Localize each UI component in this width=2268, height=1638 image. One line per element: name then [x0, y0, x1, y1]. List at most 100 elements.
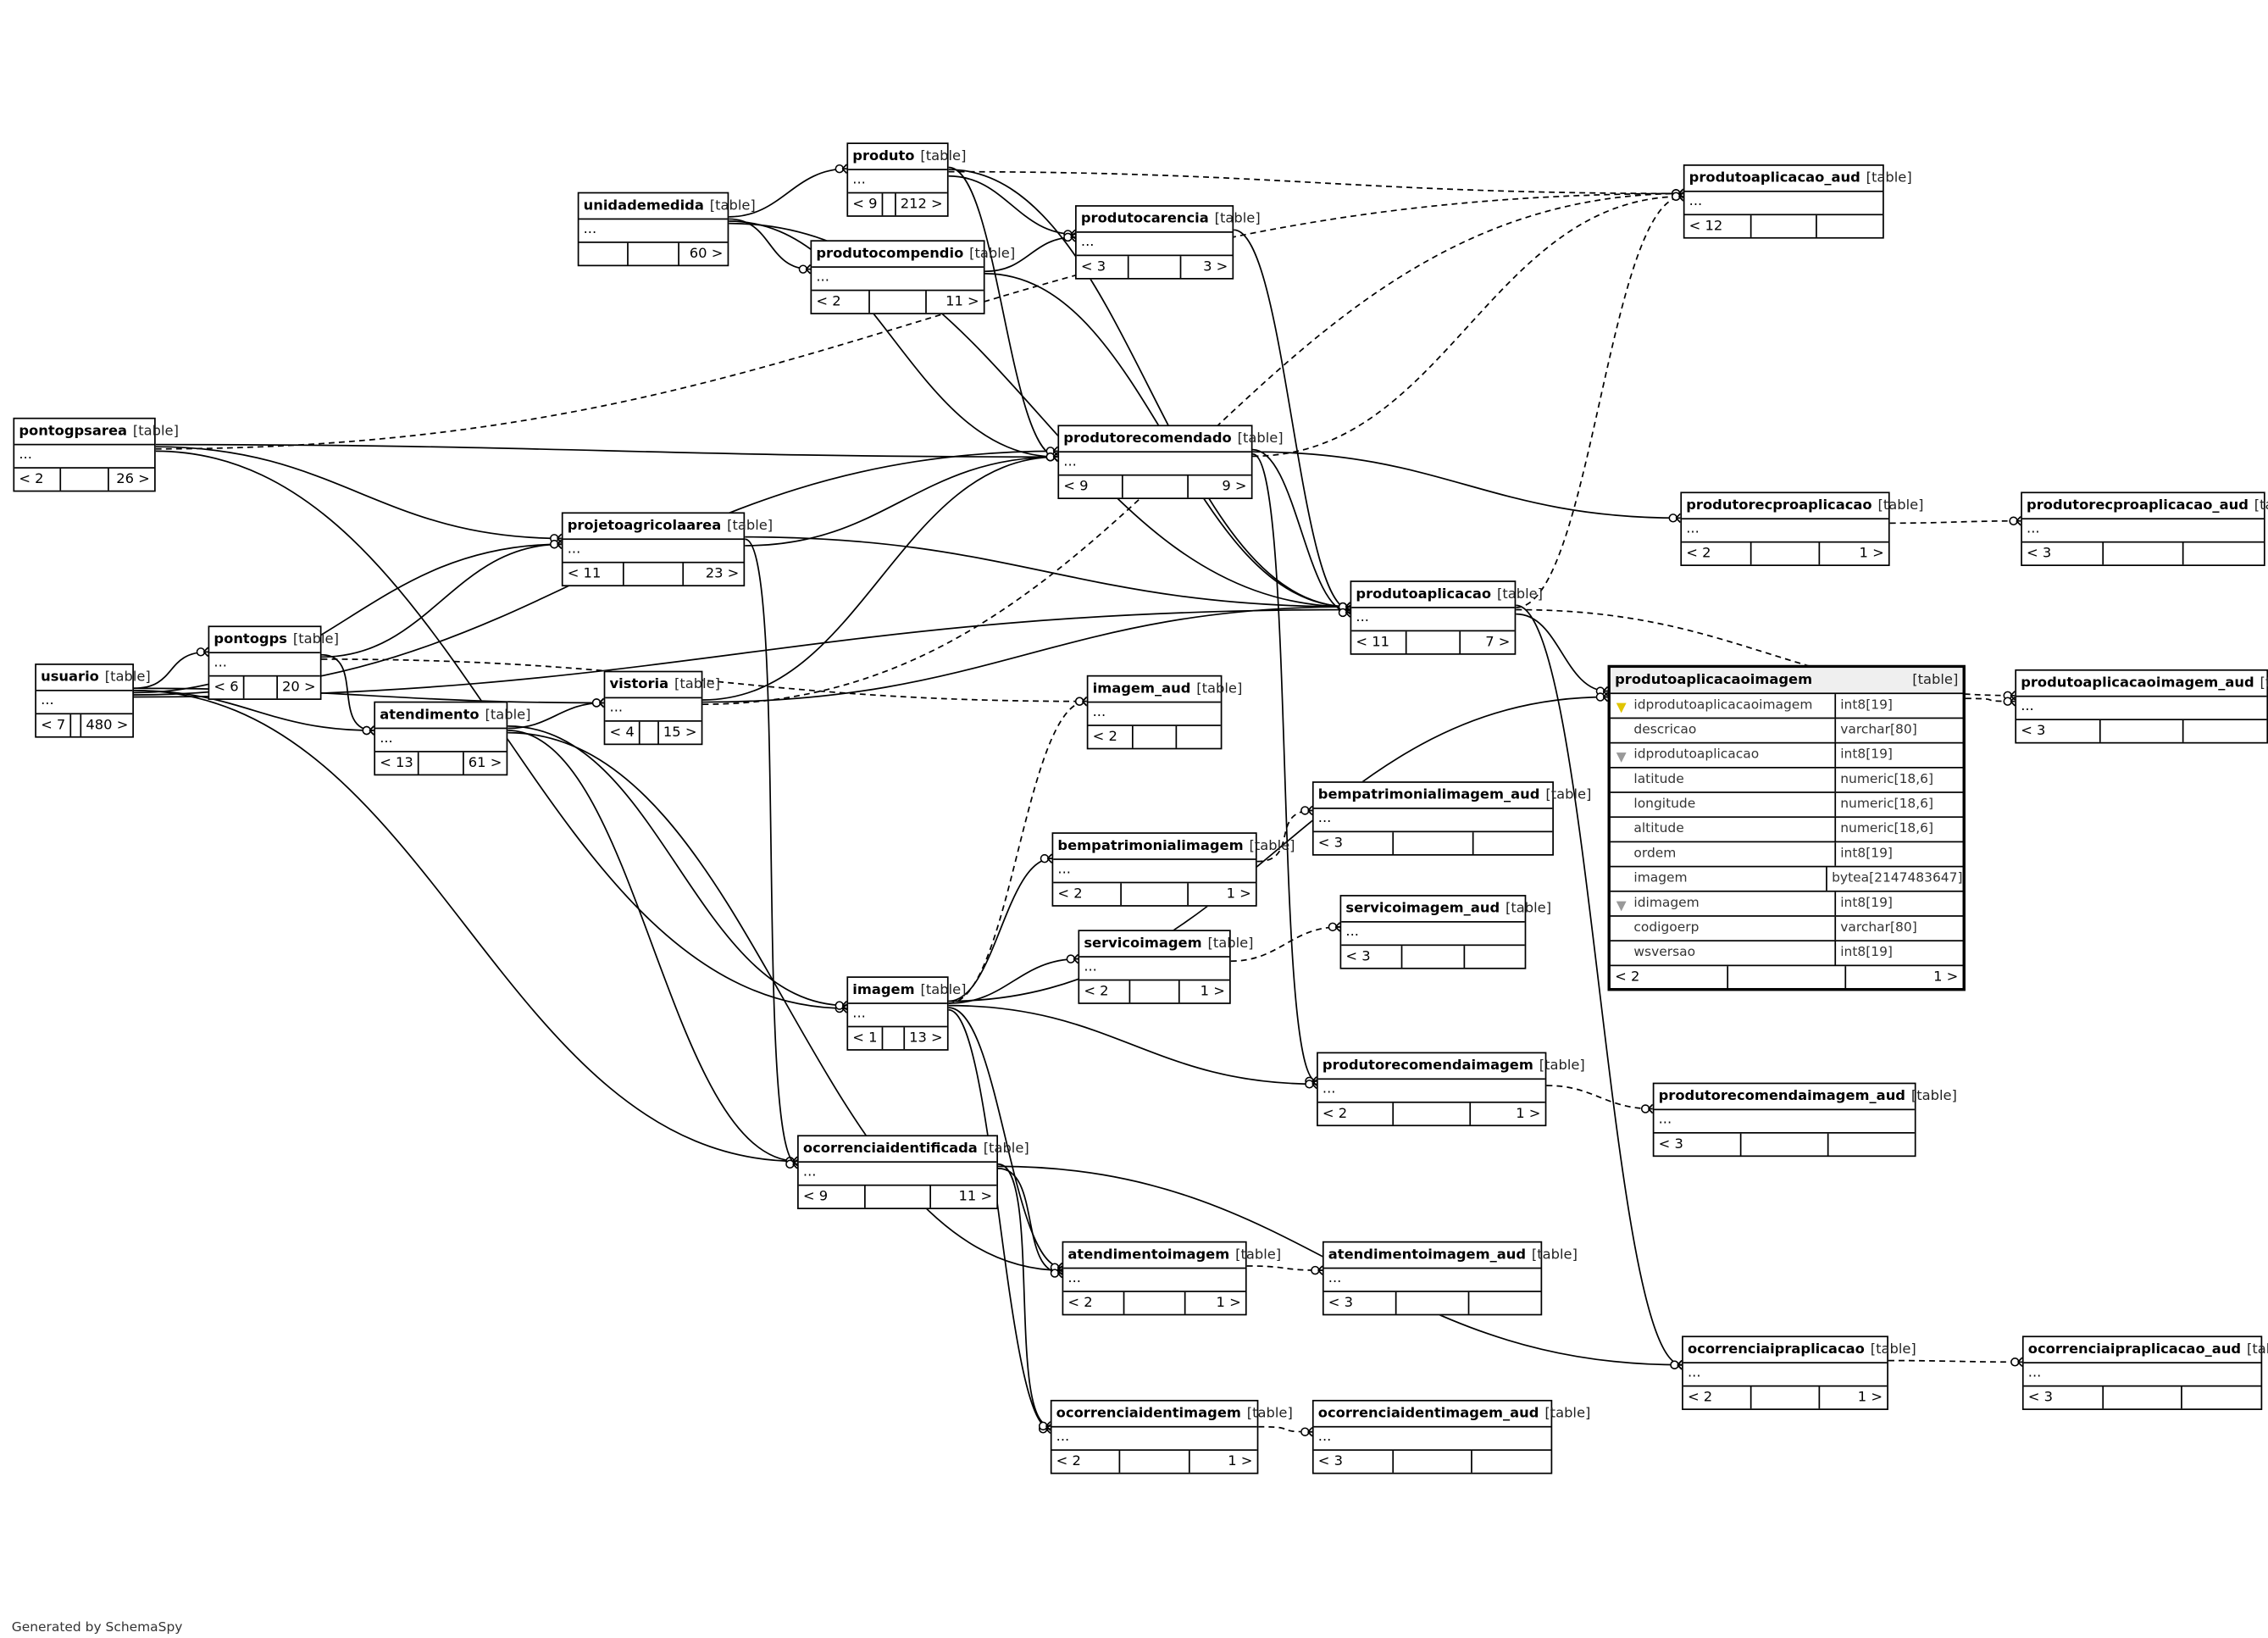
table-tag: [table] — [1506, 900, 1552, 917]
relationship-ocorrenciaipraplicacao-ocorrenciaipraplicacao_aud — [1888, 1359, 2022, 1363]
cardinality-optional-marker — [1338, 608, 1348, 618]
table-ocorrenciaipraplicacao_aud[interactable]: ocorrenciaipraplicacao_aud[table]...< 3 — [2021, 1335, 2268, 1410]
table-tag: [table] — [1496, 586, 1544, 602]
column-name: ▼idimagem — [1611, 891, 1837, 916]
table-produtoaplicacaoimagem_aud[interactable]: produtoaplicacaoimagem_aud[table]...< 3 — [2015, 669, 2268, 744]
footer-cell: < 3 — [1341, 946, 1403, 968]
cardinality-many-marker — [2010, 691, 2016, 701]
relationship-produtoaplicacao-produtoaplicacaoimagem — [1516, 613, 1608, 692]
relationship-produtoaplicacao-produtoaplicacaoimagem_aud — [1516, 608, 2016, 697]
cardinality-optional-marker — [1300, 806, 1310, 815]
table-tag: [table] — [1531, 1247, 1578, 1263]
cardinality-many-marker — [557, 533, 563, 544]
table-produtorecproaplicacao_aud[interactable]: produtorecproaplicacao_aud[table]...< 3 — [2021, 491, 2268, 566]
footer-cell: < 3 — [1654, 1133, 1742, 1156]
table-footer: < 3 — [2016, 720, 2266, 742]
cardinality-many-marker — [841, 1000, 848, 1011]
table-body: ... — [375, 729, 507, 752]
footer-cell — [1465, 946, 1525, 968]
relationship-ocorrenciaidentificada-atendimentoimagem — [997, 1168, 1062, 1274]
column-name-text: descricao — [1633, 723, 1697, 738]
footer-cell: 1 > — [1226, 886, 1251, 902]
table-tag: [table] — [1196, 680, 1243, 697]
table-produtoaplicacaoimagem[interactable]: produtoaplicacaoimagem [table] ▼idprodut… — [1607, 664, 1966, 991]
column-name-text: longitude — [1633, 797, 1696, 813]
column-type: numeric[18,6] — [1840, 822, 1934, 837]
footer-cell — [1752, 1386, 1821, 1409]
cardinality-many-marker — [792, 1159, 798, 1169]
table-tag: [table] — [674, 676, 721, 693]
cardinality-optional-marker — [362, 725, 371, 736]
footer-cell: 20 > — [282, 679, 316, 696]
relationship-produtorecproaplicacao-produtorecproaplicacao_aud — [1889, 519, 2021, 525]
footer-cell: 13 > — [909, 1030, 943, 1047]
table-name: ocorrenciaidentimagem_aud — [1317, 1405, 1539, 1422]
table-name: bempatrimonialimagem_aud — [1317, 787, 1540, 803]
footer-cell: < 2 — [14, 468, 62, 491]
relationship-usuario-atendimento — [133, 689, 374, 731]
table-body: ... — [1059, 453, 1251, 476]
table-bempatrimonialimagem_aud[interactable]: bempatrimonialimagem_aud[table]...< 3 — [1311, 781, 1591, 856]
table-body: ... — [1076, 233, 1233, 257]
cardinality-many-marker — [1602, 691, 1609, 702]
relationship-unidademedida-produto — [729, 168, 847, 218]
cardinality-optional-marker — [1668, 514, 1678, 523]
footer-cell — [1394, 832, 1474, 854]
table-body: ... — [1341, 923, 1525, 947]
table-atendimentoimagem_aud[interactable]: atendimentoimagem_aud[table]...< 3 — [1322, 1241, 1578, 1316]
footer-cell: < 3 — [1314, 832, 1395, 854]
column-type: int8[19] — [1840, 896, 1893, 911]
footer-cell: < 3 — [2022, 542, 2104, 565]
cardinality-many-marker — [2010, 696, 2016, 707]
relationship-pontogpsarea-projetoagricolaarea — [155, 446, 562, 540]
column-name: latitude — [1611, 768, 1837, 792]
column-type: numeric[18,6] — [1840, 797, 1934, 813]
column-name: ordem — [1611, 842, 1837, 866]
table-tag: [table] — [969, 246, 1016, 263]
table-name: ocorrenciaidentificada — [802, 1141, 978, 1158]
footer-cell: 23 > — [705, 565, 740, 582]
table-servicoimagem_aud[interactable]: servicoimagem_aud[table]...< 3 — [1339, 895, 1551, 969]
footer-cell — [1394, 1451, 1473, 1473]
cardinality-optional-marker — [1066, 954, 1076, 963]
footer-cell: < 11 — [1351, 631, 1406, 654]
table-footer: < 2 26 > — [14, 468, 154, 491]
table-imagem_aud[interactable]: imagem_aud[table]...< 2 — [1086, 675, 1242, 750]
table-produtoaplicacao_aud[interactable]: produtoaplicacao_aud[table]...< 12 — [1683, 164, 1912, 239]
cardinality-many-marker — [1052, 452, 1059, 462]
table-unidademedida[interactable]: unidademedida[table]...60 > — [577, 192, 756, 267]
table-ocorrenciaidentimagem_aud[interactable]: ocorrenciaidentimagem_aud[table]...< 3 — [1311, 1399, 1590, 1474]
table-name: produto — [852, 148, 915, 165]
table-body: ... — [563, 540, 744, 564]
footer-cell: 26 > — [116, 471, 150, 488]
cardinality-optional-marker — [835, 164, 845, 174]
footer-cell — [1129, 256, 1182, 278]
footer-cell: < 2 — [1683, 1386, 1752, 1409]
table-produtorecomendaimagem_aud[interactable]: produtorecomendaimagem_aud[table]...< 3 — [1652, 1082, 1957, 1158]
